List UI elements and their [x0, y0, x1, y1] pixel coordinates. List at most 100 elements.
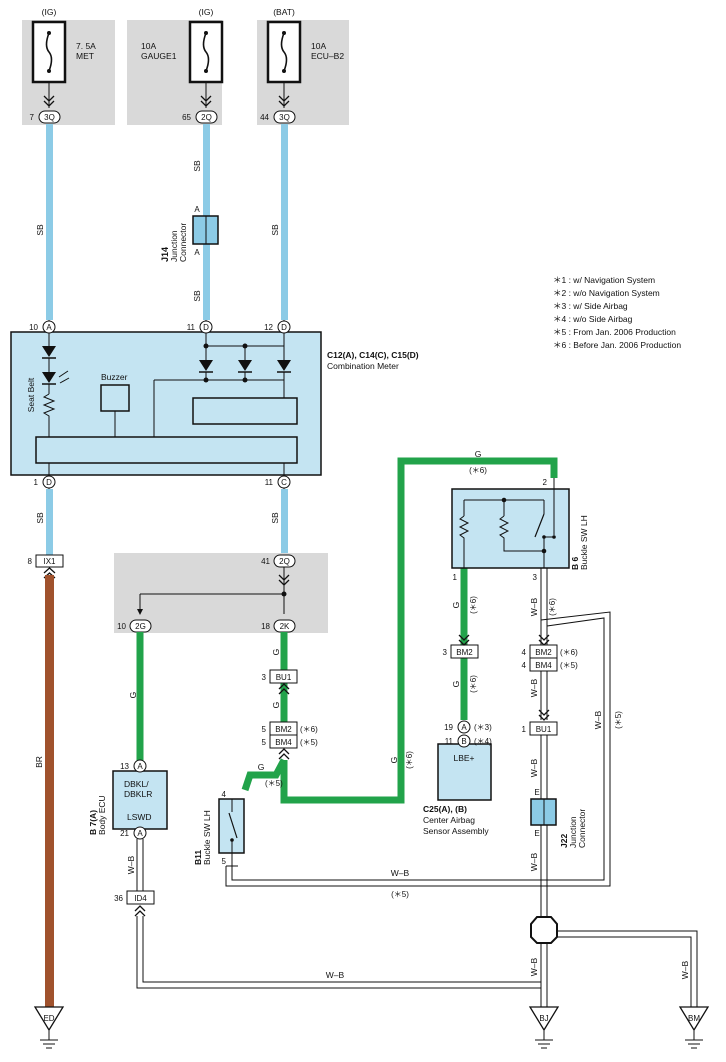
fuse-rating: 10A	[311, 41, 326, 51]
buckle-switch-b6: 2 1 3 B 6 Buckle SW LH	[451, 478, 589, 582]
pin-number: 3	[262, 673, 267, 682]
pin-number: 19	[444, 723, 453, 732]
wire-color-label: W–B	[529, 852, 539, 871]
connector-label: 2G	[135, 622, 146, 631]
fuse-supply-label: (IG)	[199, 7, 214, 17]
body-ecu: A 13 DBKL/ DBKLR LSWD A 21 B 7(A) Body E…	[88, 759, 168, 840]
ecu-signal-label: LSWD	[127, 812, 152, 822]
component-name: Body ECU	[97, 795, 107, 835]
junction-name: Connector	[577, 809, 587, 848]
junction-id: J14	[160, 247, 170, 262]
splice-point	[530, 916, 558, 944]
ground-bj: BJ	[528, 1006, 560, 1049]
pin-letter: A	[461, 723, 467, 732]
pin-number: 11	[265, 478, 274, 487]
center-airbag-sensor: A 19 (＊3) B 11 (＊4) LBE+ C25(A), (B) Cen…	[423, 720, 492, 836]
pin-letter: A	[137, 762, 143, 771]
ground-label: BM	[688, 1014, 700, 1023]
junction-connector-j14: A A J14 Junction Connector	[160, 205, 219, 262]
wire-note: (＊6)	[469, 675, 478, 693]
component-name: Combination Meter	[327, 361, 399, 371]
fuse-met: (IG) 7. 5A MET 3Q 7	[22, 7, 115, 125]
wire-color-label: G	[451, 681, 461, 688]
wire-note: (＊4)	[474, 737, 492, 746]
connector-label: 2K	[280, 622, 290, 631]
wire-color-label: W–B	[529, 597, 539, 616]
component-code: C12(A), C14(C), C15(D)	[327, 350, 419, 360]
pin-number: 18	[261, 622, 270, 631]
fuse-name: GAUGE1	[141, 51, 177, 61]
pin-number: 2	[543, 478, 548, 487]
pin-number: 21	[120, 829, 129, 838]
connector-label: BM4	[275, 738, 292, 747]
note-item: ＊4 : w/o Side Airbag	[553, 314, 633, 324]
pin-number: 10	[29, 323, 38, 332]
wb-wires	[136, 568, 698, 1007]
ecu-signal-label: DBKLR	[124, 789, 152, 799]
ground-bm: BM	[678, 1006, 710, 1049]
connector-label: BM2	[535, 648, 552, 657]
pin-number: 3	[443, 648, 448, 657]
component-code: B11	[193, 850, 203, 865]
pin-letter: E	[534, 829, 539, 838]
wire-note: (＊6)	[300, 725, 318, 734]
fuse-supply-label: (BAT)	[273, 7, 295, 17]
wire-color-label: G	[271, 649, 281, 656]
pin-number: 10	[117, 622, 126, 631]
connector-label: BM2	[456, 648, 473, 657]
component-name: Buckle SW LH	[202, 810, 212, 865]
pin-number: 1	[522, 725, 527, 734]
connector-label: BU1	[536, 725, 552, 734]
note-item: ＊1 : w/ Navigation System	[553, 275, 656, 285]
pin-letter: B	[461, 737, 466, 746]
pin-number: 44	[260, 113, 269, 122]
wire-note: (＊5)	[560, 661, 578, 670]
wire-color-label: G	[128, 692, 138, 699]
fuse-rating: 10A	[141, 41, 156, 51]
wire-color-label: G	[451, 602, 461, 609]
connector-label: BU1	[276, 673, 292, 682]
junction-id: J22	[559, 834, 569, 848]
wire-color-label: G	[475, 449, 482, 459]
id4-connector: ID4 36	[114, 890, 155, 917]
connector-label: 3Q	[279, 113, 290, 122]
junction-block: 2Q 41 2G 10 2K 18	[114, 553, 328, 633]
pin-number: 1	[34, 478, 39, 487]
pin-number: 12	[264, 323, 273, 332]
pin-number: 36	[114, 894, 123, 903]
wire-color-label: G	[389, 757, 399, 764]
wire-color-label: W–B	[326, 970, 345, 980]
wire-color-label: W–B	[529, 758, 539, 777]
pin-letter: E	[534, 788, 539, 797]
connector-label: BM2	[275, 725, 292, 734]
wire-color-label: G	[258, 762, 265, 772]
ground-label: BJ	[539, 1014, 548, 1023]
fuse-name: ECU–B2	[311, 51, 344, 61]
wire-note: (＊6)	[405, 751, 414, 769]
br-wire	[45, 575, 54, 1007]
pin-number: 8	[28, 557, 33, 566]
wire-color-label: SB	[192, 290, 202, 302]
pin-number: 11	[187, 323, 196, 332]
sb-wire-labels: SB SB SB SB SB SB	[35, 160, 280, 524]
connector-label: 3Q	[44, 113, 55, 122]
wire-color-label: W–B	[391, 868, 410, 878]
junction-name: Junction	[169, 230, 179, 262]
connector-label: BM4	[535, 661, 552, 670]
wire-color-label: SB	[35, 224, 45, 236]
ground-label: ED	[43, 1014, 54, 1023]
wire-color-label: W–B	[529, 957, 539, 976]
pin-number: 5	[262, 725, 267, 734]
pin-number: 4	[522, 648, 527, 657]
wire-color-label: W–B	[593, 710, 603, 729]
ground-ed: ED	[33, 1006, 65, 1049]
bm2-center: BM2 3	[443, 634, 479, 659]
pin-number: 1	[453, 573, 458, 582]
seat-belt-label: Seat Belt	[26, 377, 36, 412]
wire-color-label: W–B	[529, 678, 539, 697]
wire-color-label: W–B	[680, 960, 690, 979]
note-item: ＊6 : Before Jan. 2006 Production	[553, 340, 682, 350]
pin-letter: D	[203, 323, 209, 332]
component-code: B 6	[570, 557, 580, 571]
